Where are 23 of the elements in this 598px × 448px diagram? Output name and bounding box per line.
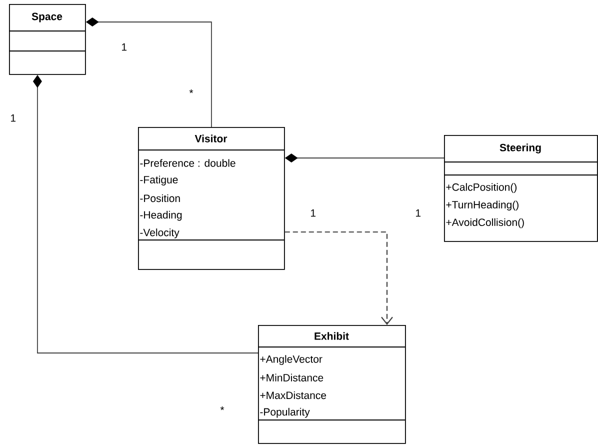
multiplicity-label: 1	[416, 209, 421, 217]
member-text: -Heading	[140, 210, 182, 221]
member-text: +MaxDistance	[260, 391, 326, 400]
multiplicity-label: *	[220, 406, 224, 410]
multiplicity-label: *	[189, 89, 194, 94]
member-text: +AvoidCollision()	[446, 218, 524, 228]
dependency-arrow	[284, 231, 393, 325]
member-text: -Position	[140, 194, 180, 202]
member-text: -Popularity	[260, 408, 310, 418]
member-text: -Velocity	[140, 228, 180, 238]
member-text: +CalcPosition()	[446, 183, 517, 193]
multiplicity-label: 1	[311, 209, 316, 217]
class-name: Steering	[500, 144, 541, 154]
member-text: -Fatigue	[140, 176, 178, 186]
member-text: +AngleVector	[260, 355, 322, 365]
class-name: Space	[32, 12, 62, 22]
class-name: Exhibit	[314, 332, 349, 340]
class-name: Visitor	[194, 134, 228, 142]
member-text: -Preference : double	[140, 159, 236, 167]
member-text: +MinDistance	[260, 374, 324, 382]
multiplicity-label: 1	[122, 43, 127, 51]
multiplicity-label: 1	[11, 114, 16, 122]
member-text: +TurnHeading()	[446, 200, 518, 210]
